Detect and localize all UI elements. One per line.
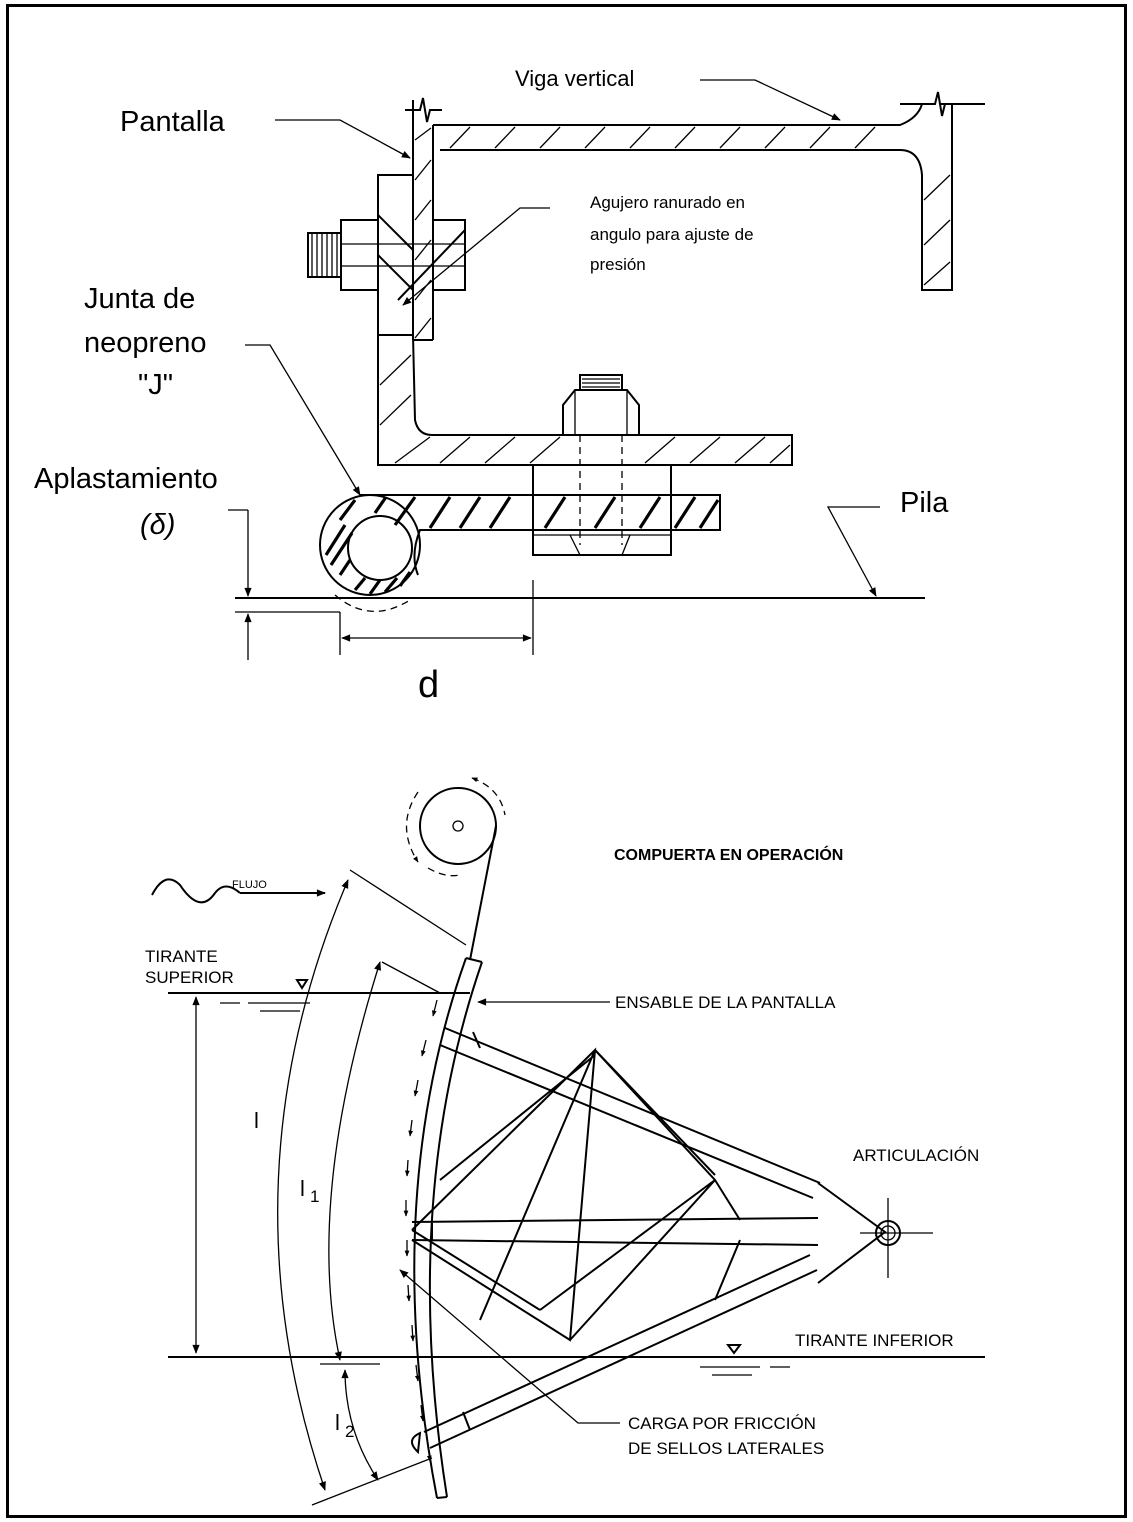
seal-angle bbox=[377, 175, 793, 466]
label-delta: (δ) bbox=[140, 509, 175, 541]
dimension-l bbox=[277, 869, 467, 1506]
label-junta-2: neopreno bbox=[84, 327, 207, 359]
label-junta-1: Junta de bbox=[84, 283, 195, 315]
gate-leaders bbox=[399, 998, 620, 1424]
d-dimension bbox=[339, 580, 534, 655]
label-pila: Pila bbox=[900, 487, 949, 519]
label-carga-1: CARGA POR FRICCIÓN bbox=[628, 1414, 816, 1433]
detail-leaders bbox=[245, 79, 880, 597]
label-l2-sub: 2 bbox=[345, 1422, 354, 1441]
label-aplastamiento: Aplastamiento bbox=[34, 463, 218, 495]
label-d: d bbox=[418, 664, 439, 706]
label-tirante-superior-2: SUPERIOR bbox=[145, 968, 234, 987]
label-ensamble: ENSABLE DE LA PANTALLA bbox=[615, 993, 836, 1012]
label-l1-sub: 1 bbox=[310, 1187, 319, 1206]
label-agujero-1: Agujero ranurado en bbox=[590, 193, 745, 212]
figure-frame bbox=[6, 4, 1127, 1518]
label-l: l bbox=[254, 1108, 259, 1133]
seal-detail-drawing bbox=[228, 79, 985, 660]
water-levels bbox=[168, 979, 985, 1376]
dimension-l2 bbox=[341, 1369, 379, 1481]
hoist-drum bbox=[405, 777, 506, 961]
label-viga-vertical: Viga vertical bbox=[515, 66, 634, 91]
label-pantalla: Pantalla bbox=[120, 106, 226, 138]
delta-dimension bbox=[228, 509, 252, 660]
lower-bolt bbox=[532, 374, 672, 556]
dimension-l1 bbox=[320, 961, 441, 1365]
label-l1: l bbox=[300, 1176, 305, 1201]
gate-title: COMPUERTA EN OPERACIÓN bbox=[614, 845, 843, 864]
hinge-icon bbox=[860, 1198, 933, 1278]
label-tirante-inferior: TIRANTE INFERIOR bbox=[795, 1331, 954, 1350]
label-carga-2: DE SELLOS LATERALES bbox=[628, 1439, 824, 1458]
j-seal bbox=[319, 494, 721, 612]
label-articulacion: ARTICULACIÓN bbox=[853, 1146, 979, 1165]
vertical-beam bbox=[433, 91, 985, 291]
label-agujero-3: presión bbox=[590, 255, 646, 274]
gate-arms bbox=[411, 1027, 887, 1449]
label-l2: l bbox=[335, 1410, 340, 1435]
label-agujero-2: angulo para ajuste de bbox=[590, 225, 754, 244]
radial-gate-drawing bbox=[151, 777, 985, 1506]
gate-skin-plate bbox=[403, 957, 483, 1499]
label-tirante-superior-1: TIRANTE bbox=[145, 947, 218, 966]
label-flujo: FLUJO bbox=[232, 879, 267, 891]
flow-arrow bbox=[151, 878, 326, 904]
label-junta-3: "J" bbox=[138, 369, 173, 401]
upper-bolt bbox=[307, 174, 466, 336]
